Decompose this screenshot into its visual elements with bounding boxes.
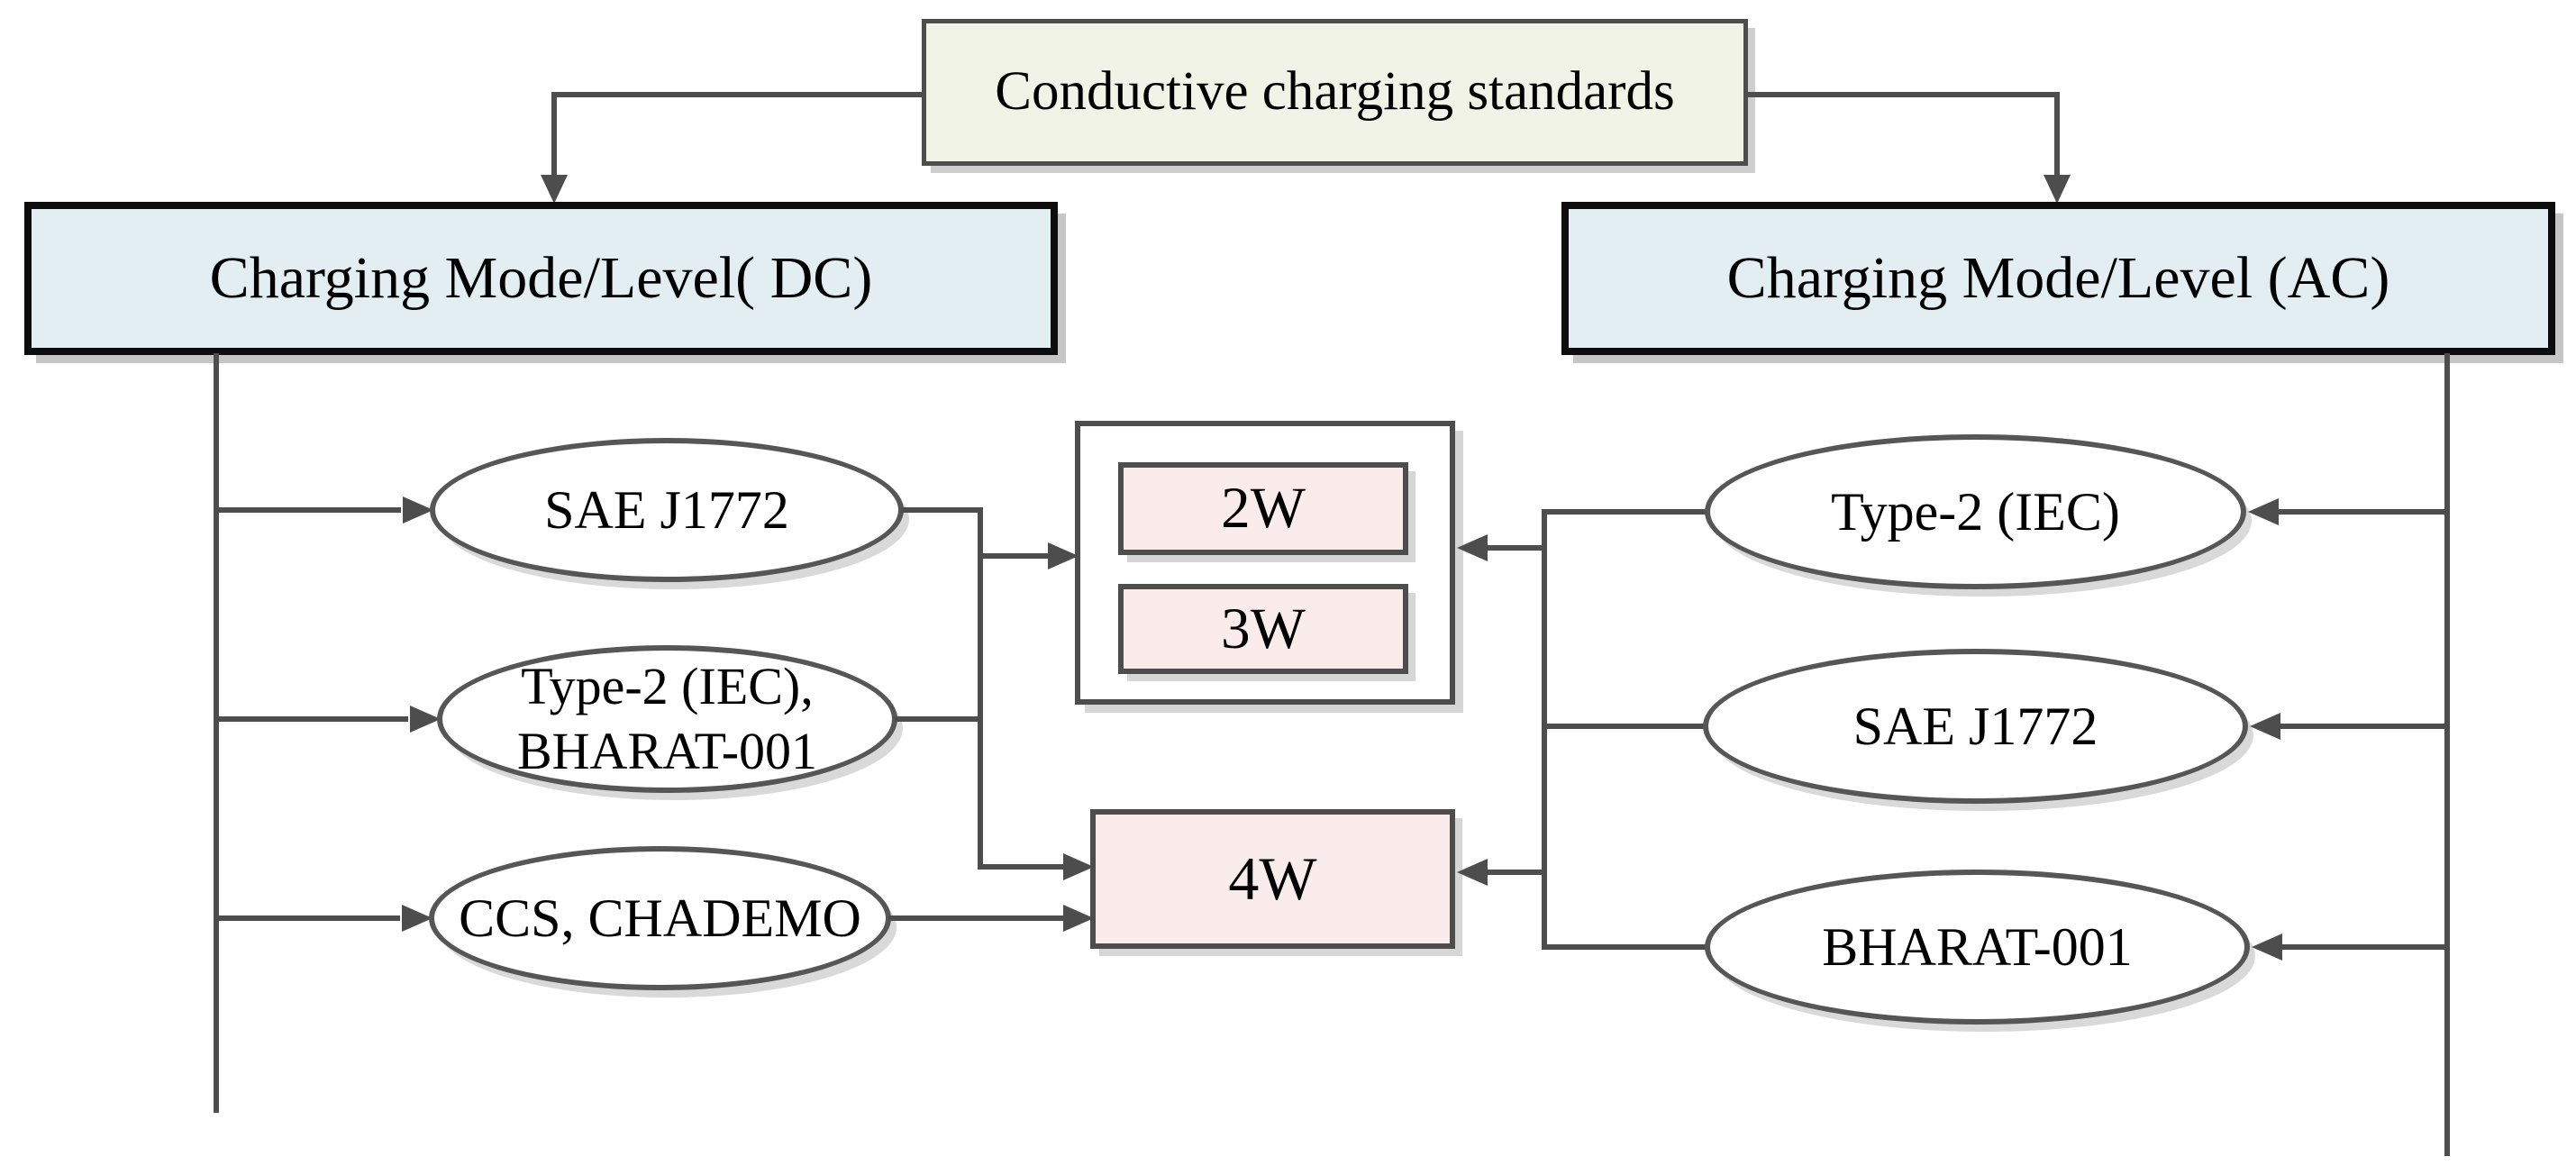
connector-root-to-ac-vertical (2054, 92, 2060, 178)
connector-ac-bharat-to-bus (1544, 944, 1707, 950)
connector-dc-sae-to-bus (901, 507, 983, 513)
root-node-conductive-charging-standards: Conductive charging standards (922, 19, 1748, 166)
connector-ac-bus-to-4w (1488, 870, 1544, 875)
arrowhead-into-dc-ccs (402, 905, 432, 932)
connector-ac-sae-to-bus (1544, 724, 1706, 729)
arrowhead-into-dc-box (541, 175, 568, 204)
arrowhead-into-dc-type2 (410, 706, 441, 733)
connector-ac-trunk-to-type2 (2279, 509, 2450, 515)
connector-ac-bus-to-group-box (1488, 545, 1544, 551)
vehicle-2w-box: 2W (1118, 462, 1408, 555)
connector-root-to-dc-horizontal (554, 92, 924, 97)
connector-dc-bus-to-4w (983, 864, 1063, 870)
arrowhead-into-4w-left-upper (1063, 853, 1094, 880)
connector-dc-trunk-to-sae (216, 507, 401, 513)
connector-dc-ccs-to-4w (888, 915, 1063, 921)
connector-dc-bus-to-group-box (983, 553, 1048, 559)
ac-standard-type2-iec: Type-2 (IEC) (1705, 434, 2246, 589)
node-charging-mode-level-dc: Charging Mode/Level( DC) (24, 202, 1058, 355)
vehicle-4w-box: 4W (1090, 809, 1455, 949)
ac-trunk-line (2444, 353, 2450, 1156)
arrowhead-into-dc-sae (403, 496, 433, 524)
dc-standard-type2-iec-bharat-001: Type-2 (IEC), BHARAT-001 (437, 645, 897, 793)
ac-standard-bharat-001: BHARAT-001 (1705, 870, 2250, 1025)
arrowhead-into-ac-bharat (2252, 934, 2282, 961)
connector-root-to-ac-horizontal (1746, 92, 2057, 97)
arrowhead-into-ac-sae (2250, 713, 2280, 740)
vehicle-3w-box: 3W (1118, 584, 1408, 674)
dc-standard-sae-j1772: SAE J1772 (430, 438, 904, 582)
ac-bus-line (1542, 509, 1547, 950)
arrowhead-into-ac-box (2044, 175, 2071, 204)
arrowhead-into-group-box-left (1048, 542, 1079, 569)
dc-trunk-line (214, 353, 219, 1113)
connector-ac-type2-to-bus (1544, 509, 1707, 515)
ac-standard-sae-j1772: SAE J1772 (1703, 649, 2248, 804)
connector-root-to-dc-vertical (551, 92, 557, 178)
dc-standard-ccs-chademo: CCS, CHADEMO (429, 846, 891, 990)
connector-ac-trunk-to-bharat (2282, 944, 2450, 950)
arrowhead-into-4w-right (1457, 859, 1488, 886)
arrowhead-into-group-box-right (1457, 534, 1488, 561)
connector-ac-trunk-to-sae (2280, 724, 2450, 729)
arrowhead-into-ac-type2 (2248, 498, 2279, 525)
dc-bus-line (978, 507, 983, 870)
connector-dc-trunk-to-ccs (216, 915, 400, 921)
node-charging-mode-level-ac: Charging Mode/Level (AC) (1561, 202, 2555, 355)
connector-dc-type2-to-bus (895, 716, 983, 722)
arrowhead-into-4w-left-lower (1063, 905, 1094, 932)
connector-dc-trunk-to-type2 (216, 716, 408, 722)
